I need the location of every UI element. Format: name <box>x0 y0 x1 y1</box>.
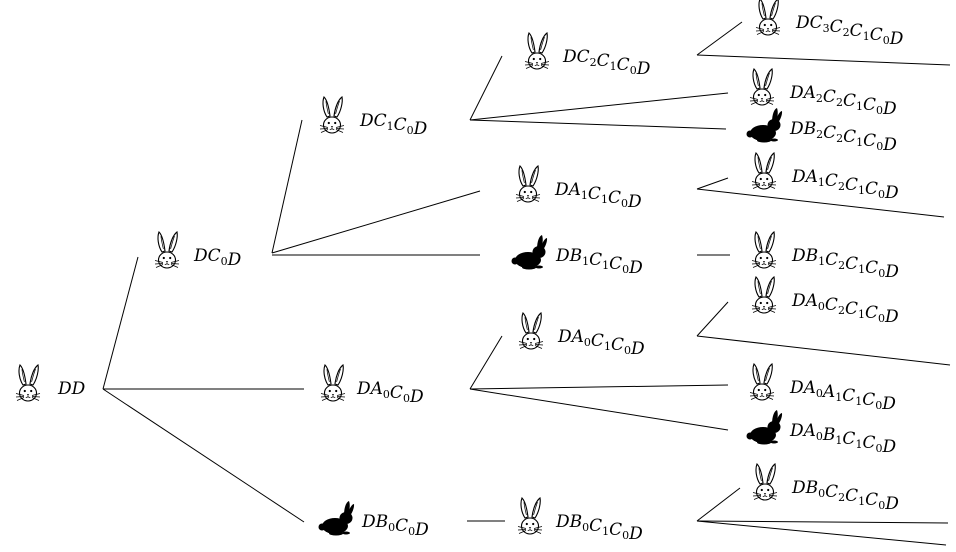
node-label: DC0D <box>193 246 242 270</box>
node-n_dd: DD <box>15 364 86 402</box>
node-n_da2c2c1c0d: DA2C2C1C0D <box>749 68 897 119</box>
edge-n_dc2c1c0d-to-n_dc3c2c1c0d <box>696 21 743 56</box>
white-rabbit-head-icon <box>517 497 543 535</box>
white-rabbit-head-icon <box>751 152 777 190</box>
edge-n_dd-to-n_dc0d <box>102 256 139 390</box>
white-rabbit-head-icon <box>15 364 41 402</box>
node-n_db1c2c1c0d: DB1C2C1C0D <box>751 231 899 282</box>
node-label: DB2C2C1C0D <box>789 119 897 155</box>
node-label: DB0C0D <box>361 512 429 540</box>
node-n_db1c1c0d: DB1C1C0D <box>511 235 643 278</box>
white-rabbit-head-icon <box>320 364 346 402</box>
white-rabbit-head-icon <box>751 276 777 314</box>
edge-n_da0c0d-to-n_da0c1c0d <box>469 335 503 390</box>
node-n_dc1c0d: DC1C0D <box>319 96 428 139</box>
edge-n_dc0d-to-n_da1c1c0d <box>271 190 481 254</box>
edge-n_dc2c1c0d-offpage <box>696 54 951 66</box>
node-label: DB0C1C0D <box>555 512 643 544</box>
node-n_db0c1c0d: DB0C1C0D <box>517 497 643 544</box>
node-n_da0c0d: DA0C0D <box>320 364 424 407</box>
black-rabbit-silhouette-icon <box>511 235 548 270</box>
white-rabbit-head-icon <box>154 231 180 269</box>
edge-n_dd-to-n_db0c0d <box>102 388 305 523</box>
edge-n_da1c1c0d-to-n_da1c2c1c0d <box>696 177 729 190</box>
node-label: DB0C2C1C0D <box>791 478 899 514</box>
edge-n_dc0d-to-n_dc1c0d <box>271 119 303 254</box>
node-n_da1c2c1c0d: DA1C2C1C0D <box>751 152 899 203</box>
white-rabbit-head-icon <box>749 68 775 106</box>
edge-n_da1c1c0d-offpage <box>696 188 945 218</box>
edge-n_db0c1c0d-offpage <box>696 520 949 524</box>
node-label: DA0B1C1C0D <box>789 421 896 457</box>
edge-n_dc1c0d-to-n_da2c2c1c0d <box>469 92 729 121</box>
node-n_da0c1c0d: DA0C1C0D <box>518 312 645 359</box>
node-label: DA2C2C1C0D <box>789 83 897 119</box>
node-n_dc2c1c0d: DC2C1C0D <box>524 32 651 79</box>
node-label: DB1C2C1C0D <box>791 246 899 282</box>
node-n_da0b1c1c0d: DA0B1C1C0D <box>746 410 896 457</box>
node-label: DA0C0D <box>356 379 424 407</box>
node-n_db0c2c1c0d: DB0C2C1C0D <box>752 463 899 514</box>
node-n_da0a1c1c0d: DA0A1C1C0D <box>749 363 896 414</box>
black-rabbit-silhouette-icon <box>746 410 783 445</box>
node-label: DA0C1C0D <box>557 327 645 359</box>
node-n_dc3c2c1c0d: DC3C2C1C0D <box>755 0 904 49</box>
node-label: DC2C1C0D <box>562 47 651 79</box>
node-label: DA1C2C1C0D <box>791 167 899 203</box>
white-rabbit-head-icon <box>518 312 544 350</box>
edge-n_da0c0d-to-n_da0b1c1c0d <box>469 388 729 431</box>
white-rabbit-head-icon <box>751 231 777 269</box>
black-rabbit-silhouette-icon <box>746 108 783 143</box>
white-rabbit-head-icon <box>319 96 345 134</box>
white-rabbit-head-icon <box>749 363 775 401</box>
node-label: DA0C2C1C0D <box>791 291 899 327</box>
white-rabbit-head-icon <box>524 32 550 70</box>
node-label: DC1C0D <box>359 111 428 139</box>
node-n_da0c2c1c0d: DA0C2C1C0D <box>751 276 899 327</box>
node-label: DC3C2C1C0D <box>795 13 904 49</box>
edge-n_dc1c0d-to-n_db2c2c1c0d <box>469 119 727 130</box>
edge-n_dc1c0d-to-n_dc2c1c0d <box>469 55 503 121</box>
node-label: DA0A1C1C0D <box>789 378 896 414</box>
node-label: DD <box>57 379 86 399</box>
node-n_db2c2c1c0d: DB2C2C1C0D <box>746 108 897 155</box>
node-n_db0c0d: DB0C0D <box>318 501 429 540</box>
black-rabbit-silhouette-icon <box>318 501 355 536</box>
edge-n_da0c1c0d-to-n_da0c2c1c0d <box>696 301 729 337</box>
edge-n_da0c0d-to-n_da0a1c1c0d <box>469 384 729 390</box>
edge-n_db0c1c0d-to-n_db0c2c1c0d <box>696 487 741 522</box>
node-label: DB1C1C0D <box>555 246 643 278</box>
node-n_da1c1c0d: DA1C1C0D <box>515 165 642 212</box>
edge-n_da0c1c0d-offpage <box>696 335 951 366</box>
white-rabbit-head-icon <box>752 463 778 501</box>
white-rabbit-head-icon <box>515 165 541 203</box>
edge-n_db0c1c0d-offpage <box>696 520 947 546</box>
node-n_dc0d: DC0D <box>154 231 242 270</box>
nodes-layer: DD DC0D DA0C0D DB0C0D DC1C0D DC2C1C0D DC3C2C1C… <box>15 0 904 544</box>
white-rabbit-head-icon <box>755 0 781 36</box>
edges-layer <box>102 21 951 546</box>
node-label: DA1C1C0D <box>554 180 642 212</box>
